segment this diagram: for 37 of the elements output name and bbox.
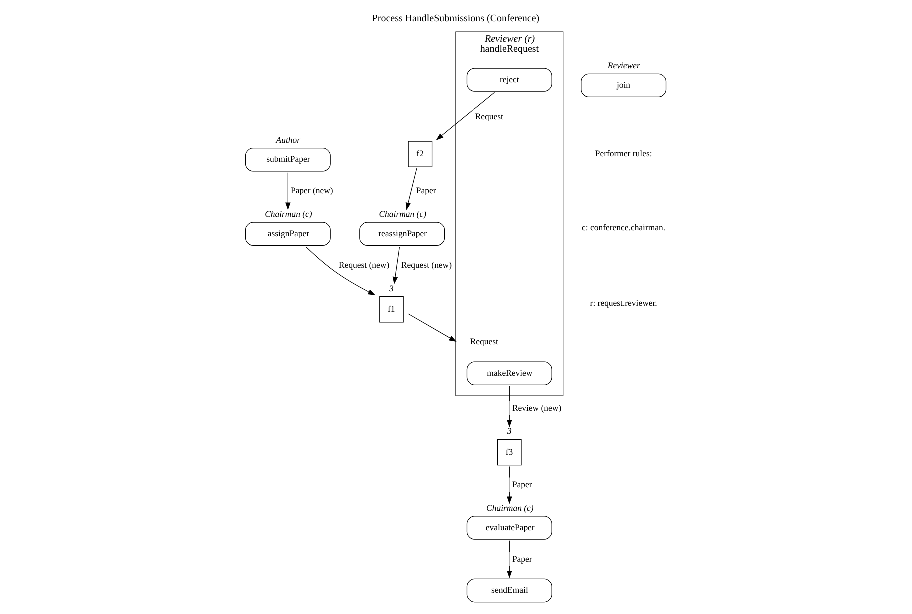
edge-label: Paper (new) <box>290 186 334 196</box>
node-label: Chairman (c) <box>265 209 312 220</box>
label: Performer rules: <box>595 148 652 158</box>
edge-label: Request <box>475 111 504 122</box>
node-label: 3 <box>390 283 394 294</box>
node-box: f2 <box>408 141 433 168</box>
node-box: reject <box>466 68 552 92</box>
diagram-title: Process HandleSubmissions (Conference) <box>372 13 540 24</box>
node-box: submitPaper <box>245 148 331 172</box>
node-box: assignPaper <box>245 222 331 246</box>
edge-label: Request <box>470 336 498 347</box>
node-box: f3 <box>497 439 522 466</box>
node-label: Reviewer (r) <box>485 34 536 45</box>
edge-label: Paper <box>416 186 436 196</box>
arrow <box>392 246 400 284</box>
node-box: join <box>581 74 667 98</box>
arrow <box>436 92 496 140</box>
node-label: Reviewer <box>608 60 640 71</box>
edge-label: Request (new) <box>401 260 452 270</box>
edge-label: Paper <box>512 554 532 564</box>
node-box: f1 <box>380 296 404 323</box>
arrow <box>406 168 418 210</box>
node-label: Author <box>276 134 301 145</box>
node-label: Chairman (c) <box>486 502 534 513</box>
edge-label: Paper <box>512 480 532 490</box>
edge-label: Review (new) <box>512 402 562 413</box>
arrow <box>408 314 457 342</box>
node-box: evaluatePaper <box>466 516 552 540</box>
edge-label: Request (new) <box>339 260 390 270</box>
node-label: 3 <box>507 426 512 436</box>
node-box: sendEmail <box>466 578 552 603</box>
label: r: request.reviewer. <box>590 298 658 308</box>
node-box: makeReview <box>466 362 552 386</box>
node-box: reassignPaper <box>360 222 446 246</box>
arrow <box>306 246 376 296</box>
node-label: Chairman (c) <box>379 209 426 220</box>
label: c: conference.chairman. <box>582 222 666 233</box>
